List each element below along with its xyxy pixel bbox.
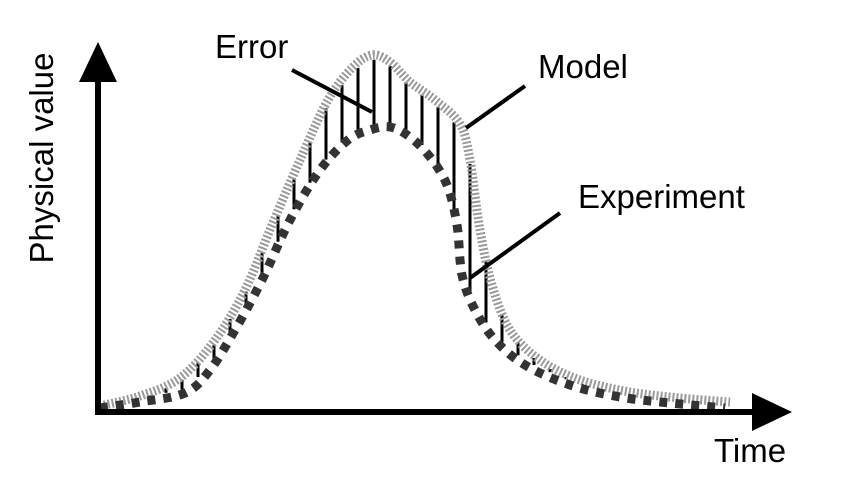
error-leader-line bbox=[291, 68, 373, 114]
error-label: Error bbox=[215, 28, 288, 65]
model-leader-line bbox=[464, 84, 527, 130]
y-axis-arrowhead bbox=[79, 42, 117, 82]
x-axis-arrowhead bbox=[752, 393, 792, 431]
x-axis-label: Time bbox=[714, 432, 786, 469]
model-label: Model bbox=[538, 48, 628, 85]
y-axis-label: Physical value bbox=[23, 53, 60, 264]
experiment-leader-line bbox=[468, 211, 562, 280]
experiment-curve bbox=[99, 122, 726, 413]
experiment-label: Experiment bbox=[578, 178, 745, 215]
model-curve bbox=[98, 50, 731, 411]
